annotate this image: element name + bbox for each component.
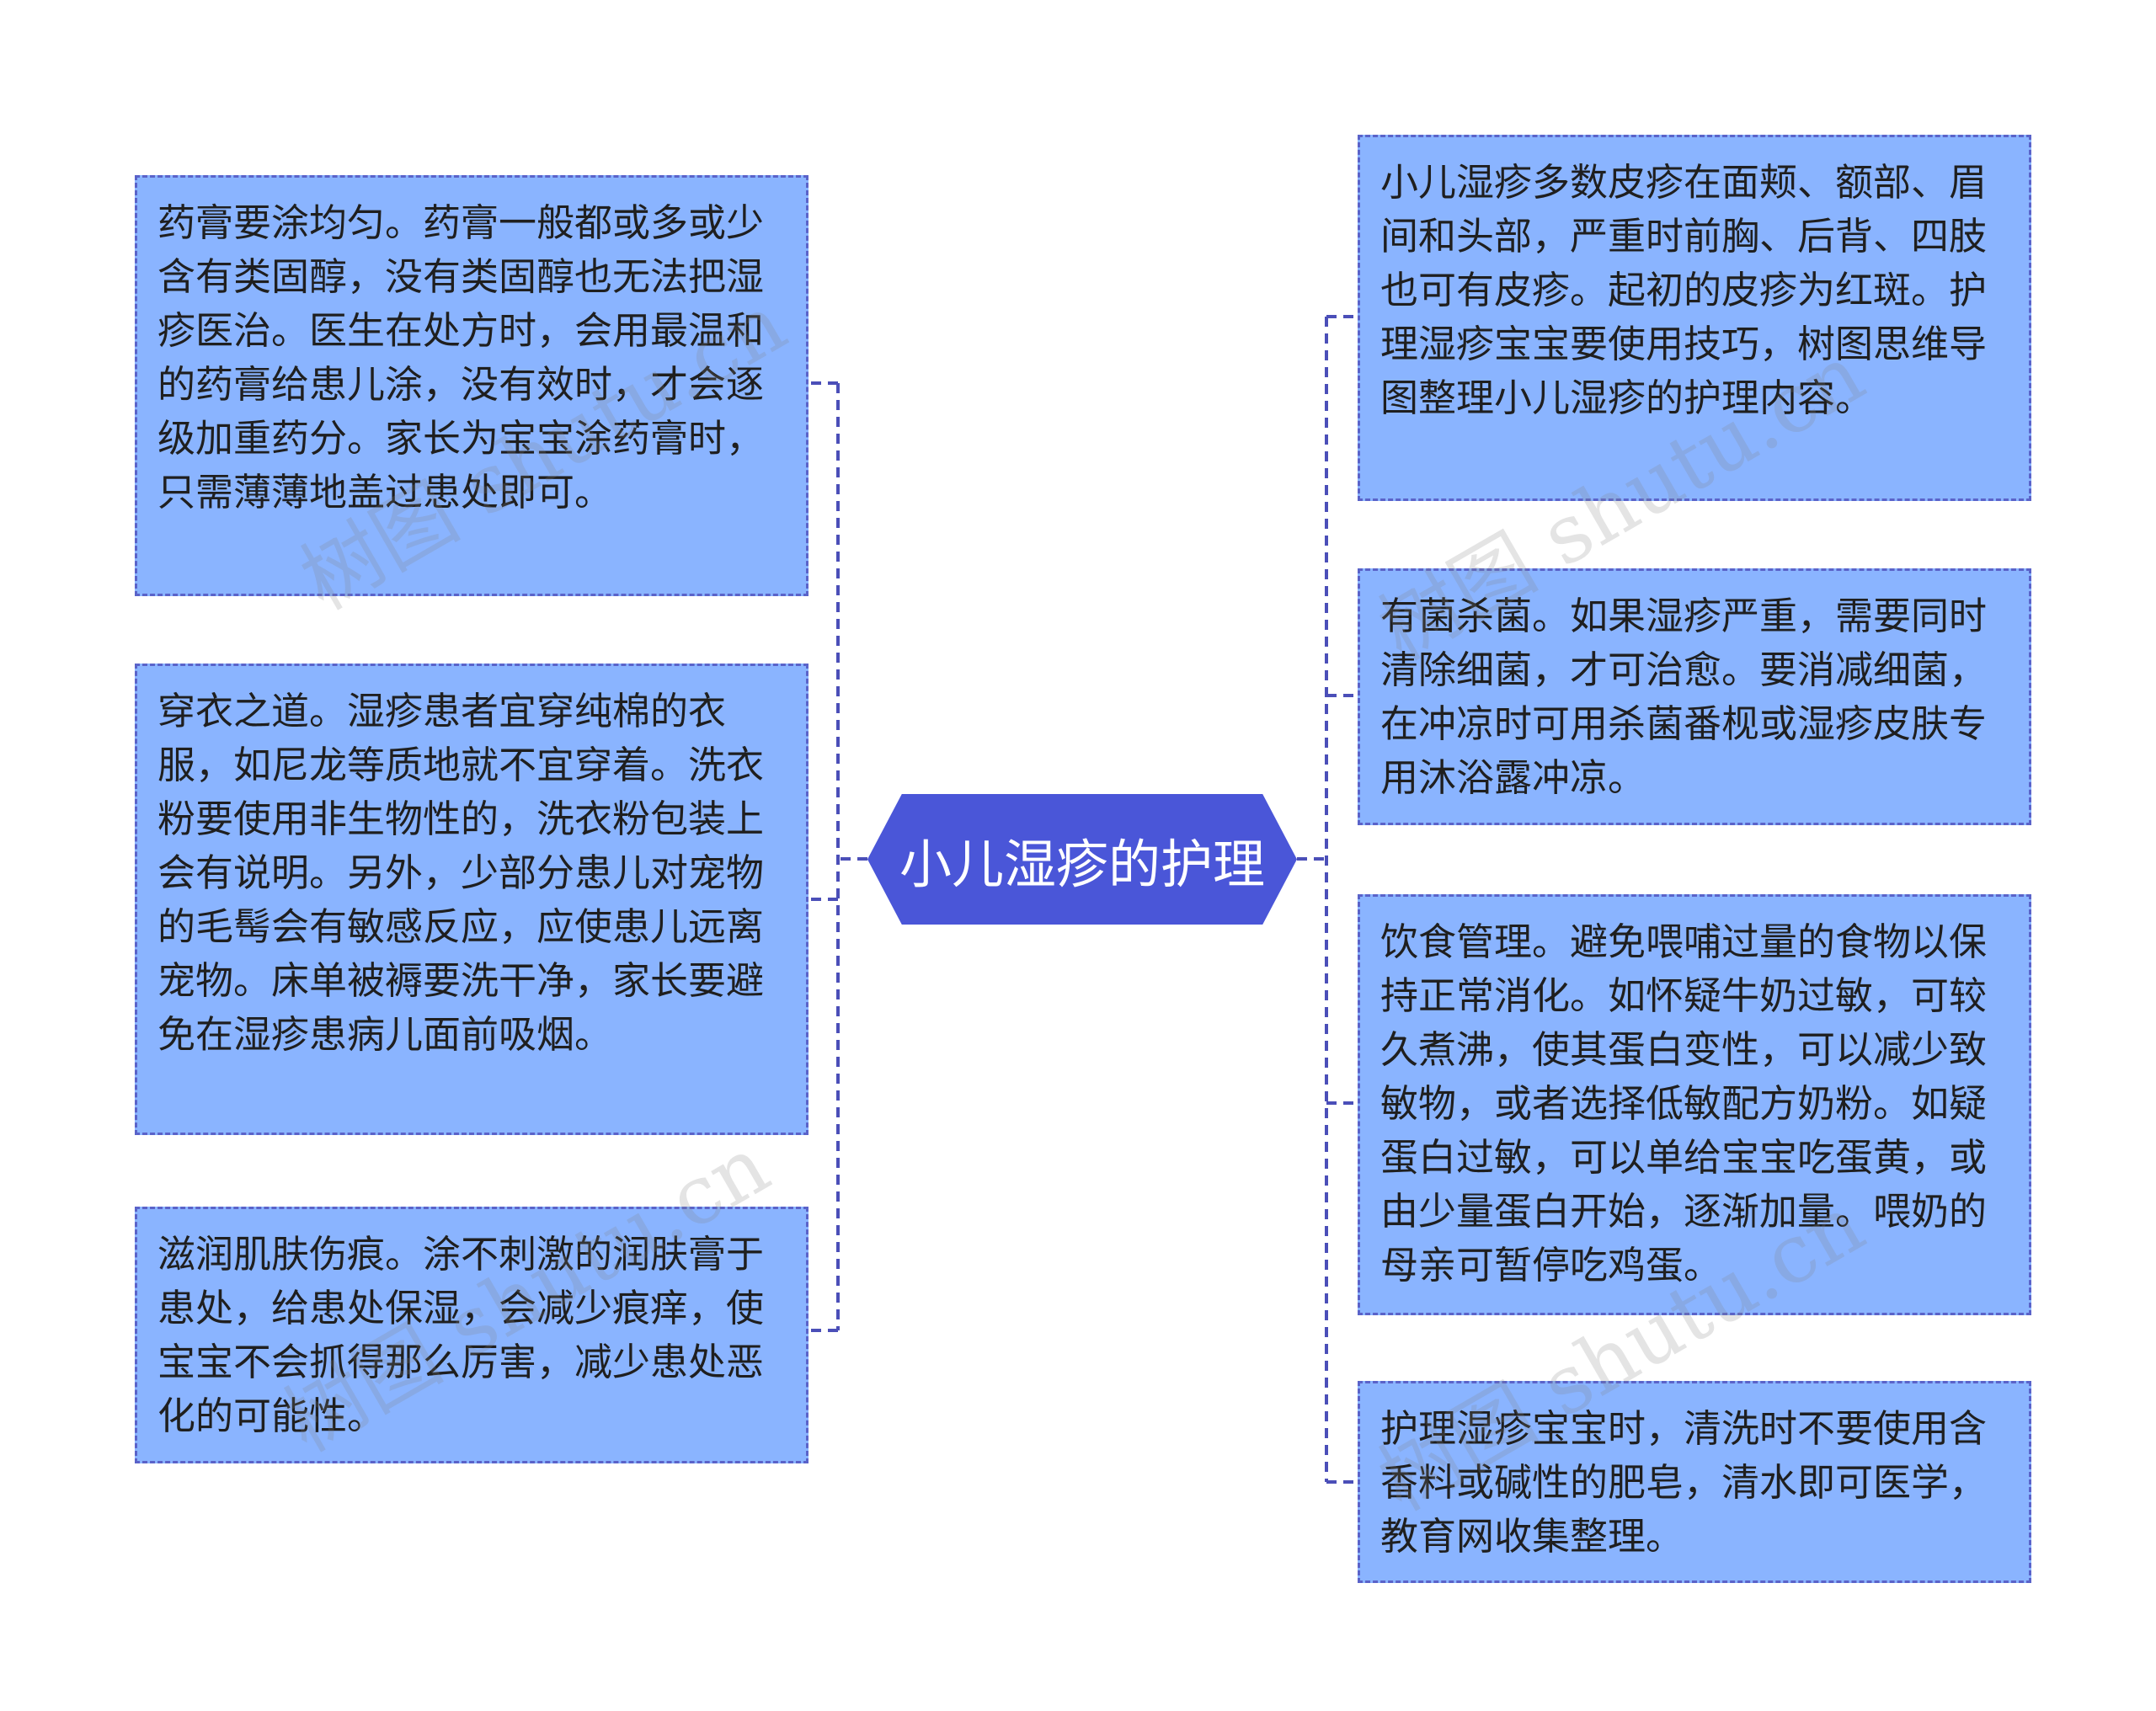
right-branch-text-1: 小儿湿疹多数皮疹在面颊、额部、眉间和头部，严重时前胸、后背、四肢也可有皮疹。起初… (1380, 160, 1988, 420)
right-branch-text-3: 饮食管理。避免喂哺过量的食物以保持正常消化。如怀疑牛奶过敏，可较久煮沸，使其蛋白… (1380, 919, 1988, 1287)
right-branch-node-3[interactable]: 饮食管理。避免喂哺过量的食物以保持正常消化。如怀疑牛奶过敏，可较久煮沸，使其蛋白… (1358, 894, 2031, 1315)
left-branch-node-3[interactable]: 滋润肌肤伤痕。涂不刺激的润肤膏于患处，给患处保湿，会减少痕痒，使宝宝不会抓得那么… (135, 1207, 808, 1463)
left-branch-text-3: 滋润肌肤伤痕。涂不刺激的润肤膏于患处，给患处保湿，会减少痕痒，使宝宝不会抓得那么… (157, 1232, 765, 1438)
left-branch-node-2[interactable]: 穿衣之道。湿疹患者宜穿纯棉的衣服，如尼龙等质地就不宜穿着。洗衣粉要使用非生物性的… (135, 664, 808, 1135)
right-branch-node-2[interactable]: 有菌杀菌。如果湿疹严重，需要同时清除细菌，才可治愈。要消减细菌，在冲凉时可用杀菌… (1358, 568, 2031, 825)
left-branch-text-1: 药膏要涂均匀。药膏一般都或多或少含有类固醇，没有类固醇也无法把湿疹医治。医生在处… (157, 200, 765, 514)
root-label: 小儿湿疹的护理 (899, 833, 1265, 895)
left-branch-text-2: 穿衣之道。湿疹患者宜穿纯棉的衣服，如尼龙等质地就不宜穿着。洗衣粉要使用非生物性的… (157, 689, 765, 1057)
right-branch-node-4[interactable]: 护理湿疹宝宝时，清洗时不要使用含香料或碱性的肥皂，清水即可医学，教育网收集整理。 (1358, 1381, 2031, 1583)
right-branch-text-2: 有菌杀菌。如果湿疹严重，需要同时清除细菌，才可治愈。要消减细菌，在冲凉时可用杀菌… (1380, 594, 1988, 800)
root-node[interactable]: 小儿湿疹的护理 (867, 794, 1297, 925)
left-branch-node-1[interactable]: 药膏要涂均匀。药膏一般都或多或少含有类固醇，没有类固醇也无法把湿疹医治。医生在处… (135, 175, 808, 596)
right-branch-node-1[interactable]: 小儿湿疹多数皮疹在面颊、额部、眉间和头部，严重时前胸、后背、四肢也可有皮疹。起初… (1358, 135, 2031, 501)
right-branch-text-4: 护理湿疹宝宝时，清洗时不要使用含香料或碱性的肥皂，清水即可医学，教育网收集整理。 (1380, 1406, 1988, 1559)
